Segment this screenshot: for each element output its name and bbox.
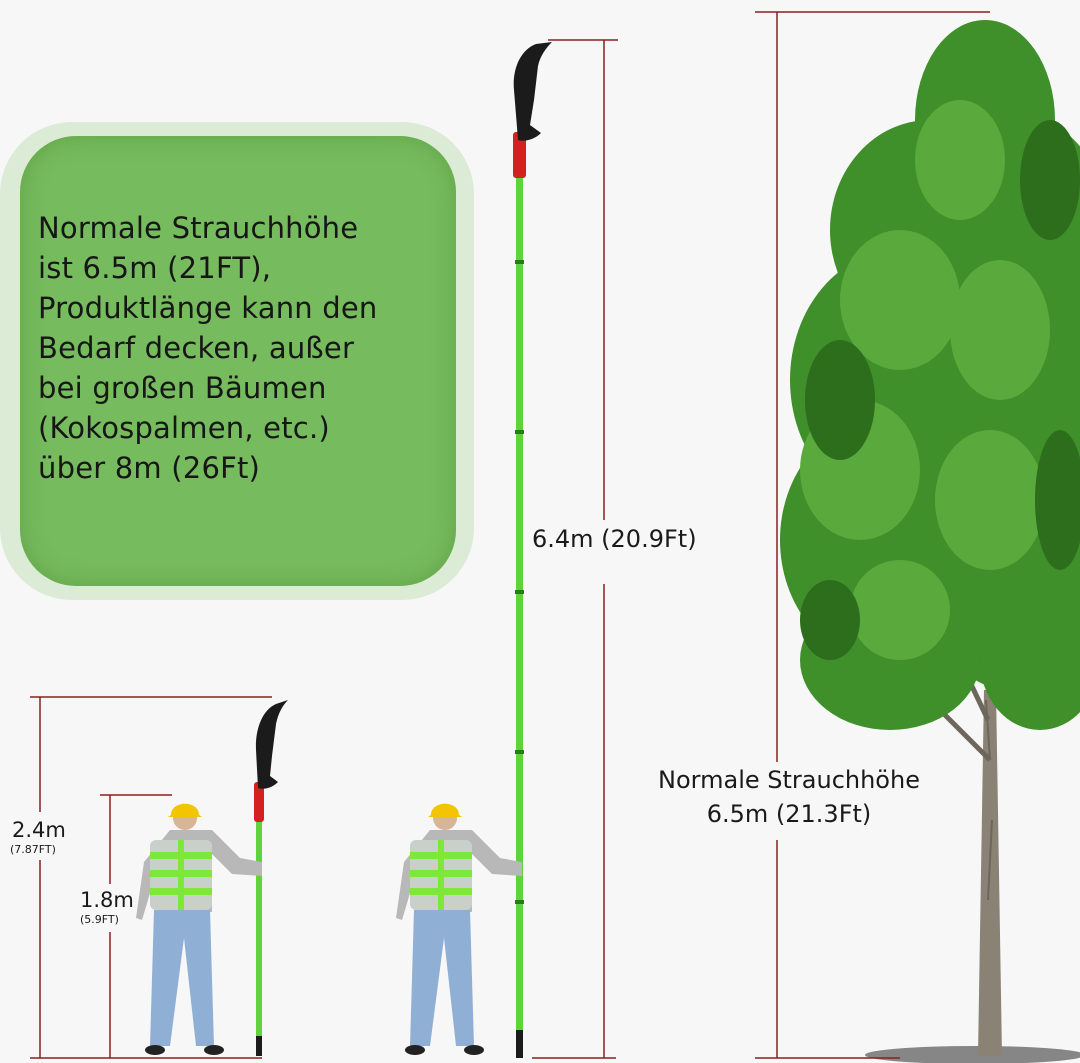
short-pole-saw-icon	[254, 700, 288, 1056]
info-line: bei großen Bäumen	[38, 371, 327, 405]
info-line: ist 6.5m (21FT),	[38, 251, 272, 285]
tree-height-label-line1: Normale Strauchhöhe	[658, 766, 920, 794]
info-line: (Kokospalmen, etc.)	[38, 411, 330, 445]
worker-figure-icon	[136, 803, 262, 1055]
person-height-label: 1.8m	[80, 888, 134, 912]
short-pole-height-imperial: (7.87FT)	[10, 843, 56, 856]
long-pole-length-label: 6.4m (20.9Ft)	[532, 525, 697, 553]
worker-figure-icon	[396, 803, 522, 1055]
tree-height-label-line2: 6.5m (21.3Ft)	[706, 800, 872, 828]
info-line: über 8m (26Ft)	[38, 451, 261, 485]
info-line: Bedarf decken, außer	[38, 331, 355, 365]
info-box-text: Normale Strauchhöhe ist 6.5m (21FT), Pro…	[38, 208, 458, 488]
info-line: Produktlänge kann den	[38, 291, 378, 325]
info-box	[20, 136, 456, 586]
info-line: Normale Strauchhöhe	[38, 211, 359, 245]
person-height-imperial: (5.9FT)	[80, 913, 119, 926]
short-pole-height-label: 2.4m	[12, 818, 66, 842]
long-pole-saw-icon	[513, 42, 552, 1058]
tree-ground-shadow	[865, 1046, 1080, 1063]
dimension-lines	[30, 11, 990, 1059]
tree-icon	[780, 20, 1080, 1056]
